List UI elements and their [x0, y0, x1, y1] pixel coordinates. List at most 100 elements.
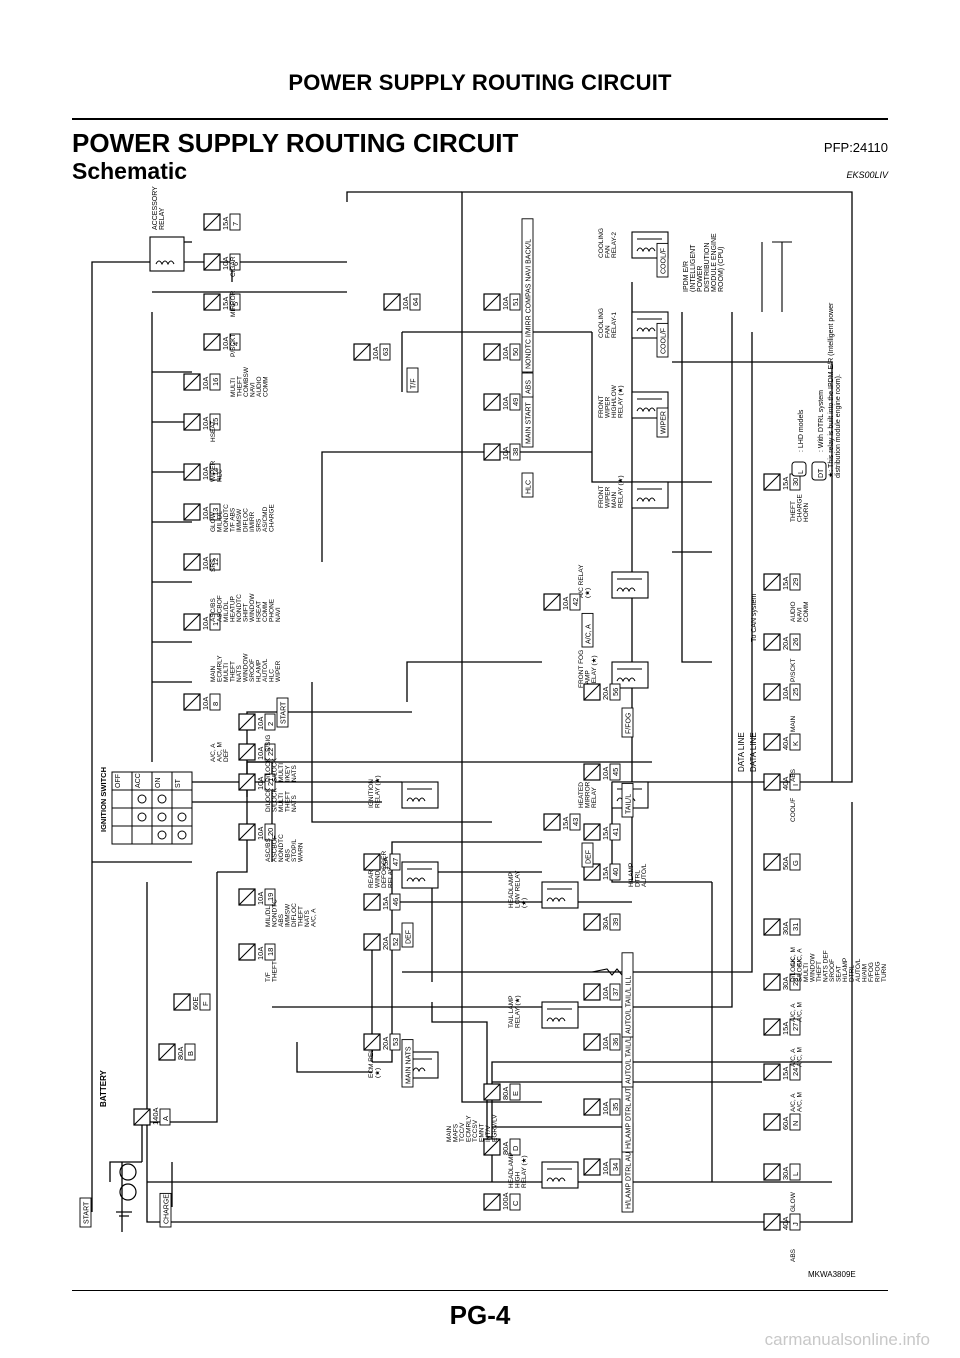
accessory-fuse-loads: P/SCKT — [230, 333, 237, 357]
relay-coil — [636, 407, 656, 413]
fuse-element — [763, 973, 781, 991]
fuse-element — [238, 888, 256, 906]
fuse-id-box — [509, 393, 521, 411]
fuse-id-label: 47 — [391, 858, 400, 866]
fuse-amp-label: 15A — [781, 1022, 790, 1035]
fuse-element — [763, 573, 781, 591]
load-text: A/C, A — [210, 743, 217, 762]
load-text: IMMSW — [285, 903, 292, 927]
fuse-id-box — [209, 463, 221, 481]
fuse-element — [133, 1108, 151, 1126]
fuse-id-box — [609, 863, 621, 881]
fuse-id-box — [389, 853, 401, 871]
fuse-id-box — [229, 293, 241, 311]
load-text: MIL/DL — [217, 511, 224, 532]
fuse-id-box — [789, 633, 801, 651]
fuse-element — [763, 773, 781, 791]
fuse-element — [583, 983, 601, 1001]
load-text: P/SCKT — [230, 333, 237, 357]
fuse-id-label: 5 — [231, 302, 240, 306]
fuse-amp-label: 40A — [781, 777, 790, 790]
fuse-id-label: 24 — [791, 1068, 800, 1076]
relay-coil — [636, 247, 656, 253]
data-line-label-1: DATA LINE — [737, 732, 746, 772]
ignition-position-label: ACC — [135, 773, 142, 788]
load-tag-text: DEF — [586, 850, 593, 864]
fuse-id-box — [789, 853, 801, 871]
fuse-id-box — [569, 813, 581, 831]
load-text: DEFOGGER — [381, 850, 388, 888]
load-text: RELAY (★) — [591, 655, 598, 688]
fuse-element — [583, 1033, 601, 1051]
fuse-id-box — [789, 773, 801, 791]
load-text: CHARGE — [269, 504, 276, 532]
accessory-fuse-loads: MIRROR — [230, 290, 237, 317]
fuse-element — [763, 918, 781, 936]
load-tag-text: COOL/F — [661, 328, 668, 354]
load-text: STOP/L — [291, 839, 298, 862]
fuse-id-box — [264, 743, 276, 761]
load-text: SRS — [256, 518, 263, 532]
load-text: A/C, A — [790, 1093, 797, 1112]
load-text: DTRL — [635, 870, 642, 887]
fuse-amp-label: 10A — [256, 717, 265, 730]
tf-tag — [406, 367, 419, 393]
relay-5 — [541, 881, 579, 909]
load-text: TURN — [881, 964, 888, 982]
fuse-element — [763, 1063, 781, 1081]
fuse-element — [363, 893, 381, 911]
load-text: A/C RELAY — [578, 564, 585, 598]
load-text: S/LOCK — [272, 757, 279, 782]
load-text: SROOF — [829, 959, 836, 982]
fuse-id-box — [789, 1063, 801, 1081]
load-text: WINDOW — [249, 593, 256, 622]
fuse-id-label: 30 — [791, 478, 800, 486]
load-text: DEF — [223, 749, 230, 762]
load-tag-text: START — [84, 1201, 91, 1224]
relay-label: ECM RELAY(★) — [368, 1040, 382, 1078]
load-text: ASC/BS — [265, 837, 272, 862]
fuse-id-box — [609, 763, 621, 781]
fuse-element — [483, 293, 501, 311]
fuse-element — [203, 293, 221, 311]
fuse-id-box — [789, 733, 801, 751]
fuse-element — [173, 993, 191, 1011]
load-text: AUDIO — [256, 376, 263, 397]
fuse-id-box — [509, 1083, 521, 1101]
load-text: WARN — [298, 842, 305, 862]
fuse-id-box — [789, 573, 801, 591]
fuse-amp-label: 10A — [601, 1037, 610, 1050]
fuse-element — [238, 823, 256, 841]
fuse-element — [763, 853, 781, 871]
fuse-id-box — [409, 293, 421, 311]
load-text: T/F ABS — [230, 507, 237, 532]
section-title: POWER SUPPLY ROUTING CIRCUIT — [72, 128, 519, 158]
load-text: A/C, M — [797, 1092, 804, 1112]
load-tag-text: DEF — [406, 930, 413, 944]
load-text: SRS — [210, 558, 217, 572]
fuse-id-label: 63 — [381, 348, 390, 356]
load-text: WINDOW — [243, 653, 250, 682]
load-tag-text: MAIN START — [526, 402, 533, 444]
fuse-id-box — [609, 683, 621, 701]
fuse-amp-label: 10A — [256, 892, 265, 905]
fuse-element — [383, 293, 401, 311]
load-text: SEAT — [836, 965, 843, 982]
load-text: SHIFT — [243, 603, 250, 622]
fuse-element — [183, 463, 201, 481]
load-tag-text: T/F — [411, 379, 418, 390]
fuse-id-label: E — [511, 1091, 520, 1096]
fuse-id-label: 50 — [511, 348, 520, 356]
battery-label: BATTERY — [99, 1069, 108, 1107]
relay-coil — [546, 1177, 566, 1183]
fuse-id-label: 31 — [791, 923, 800, 931]
fuse-id-label: 2 — [266, 722, 275, 726]
fuse-amp-label: 10A — [501, 397, 510, 410]
fuse-amp-label: 10A — [601, 987, 610, 1000]
